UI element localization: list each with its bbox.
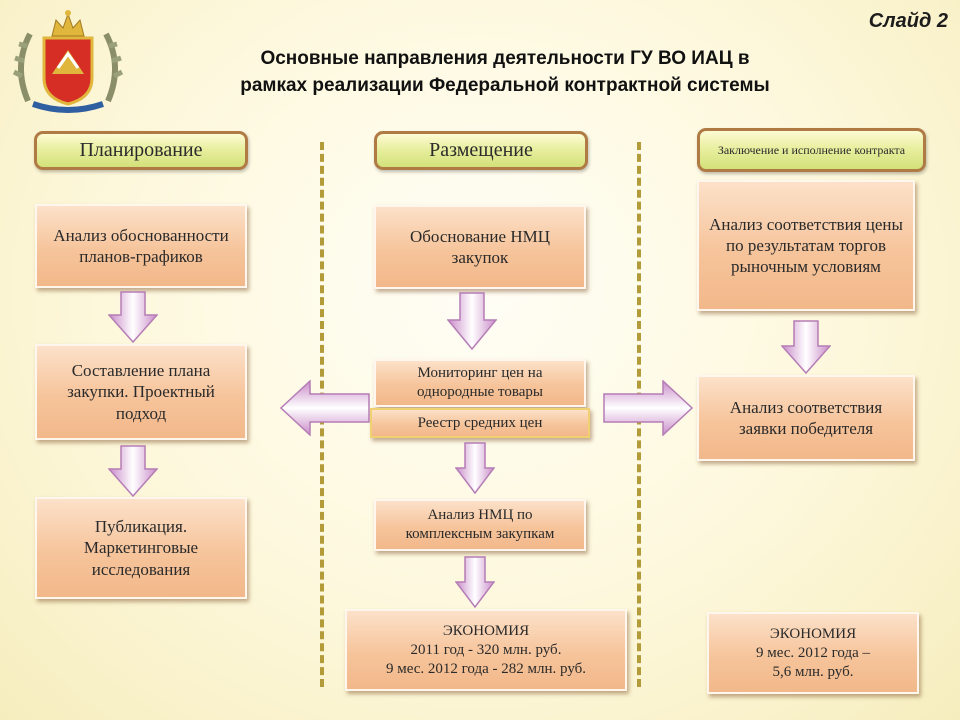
contract-economy-line-2: 5,6 млн. руб. bbox=[772, 663, 854, 680]
placement-economy-line-1: 2011 год - 320 млн. руб. bbox=[410, 641, 562, 658]
placement-economy-line-2: 9 мес. 2012 года - 282 млн. руб. bbox=[385, 660, 587, 677]
arrow-right-icon bbox=[603, 380, 693, 436]
planning-header: Планирование bbox=[34, 131, 248, 170]
voronezh-coat-of-arms-icon bbox=[8, 6, 128, 116]
placement-item-price-monitoring: Мониторинг цен на однородные товары bbox=[374, 359, 586, 407]
placement-item-nmc-justification: Обоснование НМЦ закупок bbox=[374, 205, 586, 289]
arrow-down-icon bbox=[108, 445, 158, 497]
placement-item-complex-nmc-analysis: Анализ НМЦ по комплексным закупкам bbox=[374, 499, 586, 551]
contract-item-price-analysis: Анализ соответствия цены по результатам … bbox=[697, 180, 915, 311]
placement-economy-title: ЭКОНОМИЯ bbox=[442, 622, 530, 639]
arrow-down-icon bbox=[781, 320, 831, 374]
arrow-down-icon bbox=[108, 291, 158, 343]
planning-item-publication: Публикация. Маркетинговые исследования bbox=[35, 497, 247, 599]
slide-title-line-1: Основные направления деятельности ГУ ВО … bbox=[260, 48, 750, 69]
contract-item-winner-analysis: Анализ соответствия заявки победителя bbox=[697, 375, 915, 461]
placement-item-average-price-registry: Реестр средних цен bbox=[370, 408, 590, 438]
contract-header: Заключение и исполнение контракта bbox=[697, 128, 926, 172]
arrow-down-icon bbox=[455, 442, 495, 494]
placement-header: Размещение bbox=[374, 131, 588, 170]
planning-item-analysis: Анализ обоснованности планов-графиков bbox=[35, 204, 247, 288]
slide-title: Основные направления деятельности ГУ ВО … bbox=[150, 45, 860, 99]
arrow-left-icon bbox=[280, 380, 370, 436]
contract-economy-box: ЭКОНОМИЯ 9 мес. 2012 года – 5,6 млн. руб… bbox=[707, 612, 919, 694]
slide-number-label: Слайд 2 bbox=[868, 10, 948, 32]
contract-economy-line-1: 9 мес. 2012 года – bbox=[755, 644, 871, 661]
planning-item-plan: Составление плана закупки. Проектный под… bbox=[35, 344, 247, 440]
contract-economy-title: ЭКОНОМИЯ bbox=[769, 625, 857, 642]
placement-economy-box: ЭКОНОМИЯ 2011 год - 320 млн. руб. 9 мес.… bbox=[345, 609, 627, 691]
slide-title-line-2: рамках реализации Федеральной контрактно… bbox=[240, 75, 770, 96]
arrow-down-icon bbox=[447, 292, 497, 350]
arrow-down-icon bbox=[455, 556, 495, 608]
